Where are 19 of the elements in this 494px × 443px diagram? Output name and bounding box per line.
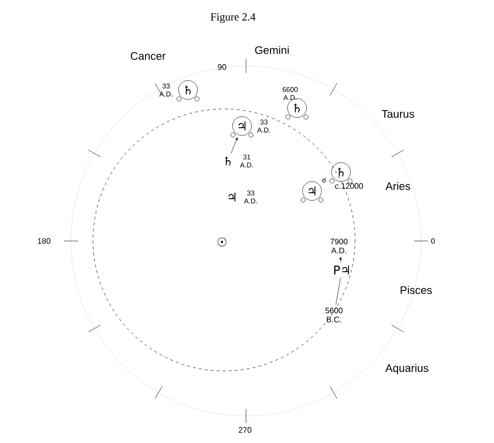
degree-label: 90 [218, 64, 226, 70]
title: Figure 2.4 [210, 13, 256, 23]
arrow [339, 256, 342, 263]
sun-symbol: ☉ [218, 238, 226, 246]
zodiac-label: Taurus [382, 110, 414, 118]
zodiac-label: Cancer [130, 52, 166, 60]
zodiac-label: Pisces [400, 286, 432, 294]
date-label: 7900 A.D. [330, 238, 348, 254]
zodiac-label: Aries [386, 182, 410, 190]
degree-label: 270 [238, 427, 252, 433]
date-label: c.12000 [335, 183, 363, 189]
zodiac-label: Aquarius [385, 364, 428, 374]
symbol: ♄ [225, 156, 231, 166]
symbol: ♃ [228, 192, 236, 202]
arrow [230, 137, 238, 154]
date-label: P♃ [334, 266, 349, 274]
zodiac-label: Gemini [255, 46, 289, 54]
degree-label: 180 [38, 238, 50, 244]
date-label: 5600 B.C. [325, 308, 343, 322]
